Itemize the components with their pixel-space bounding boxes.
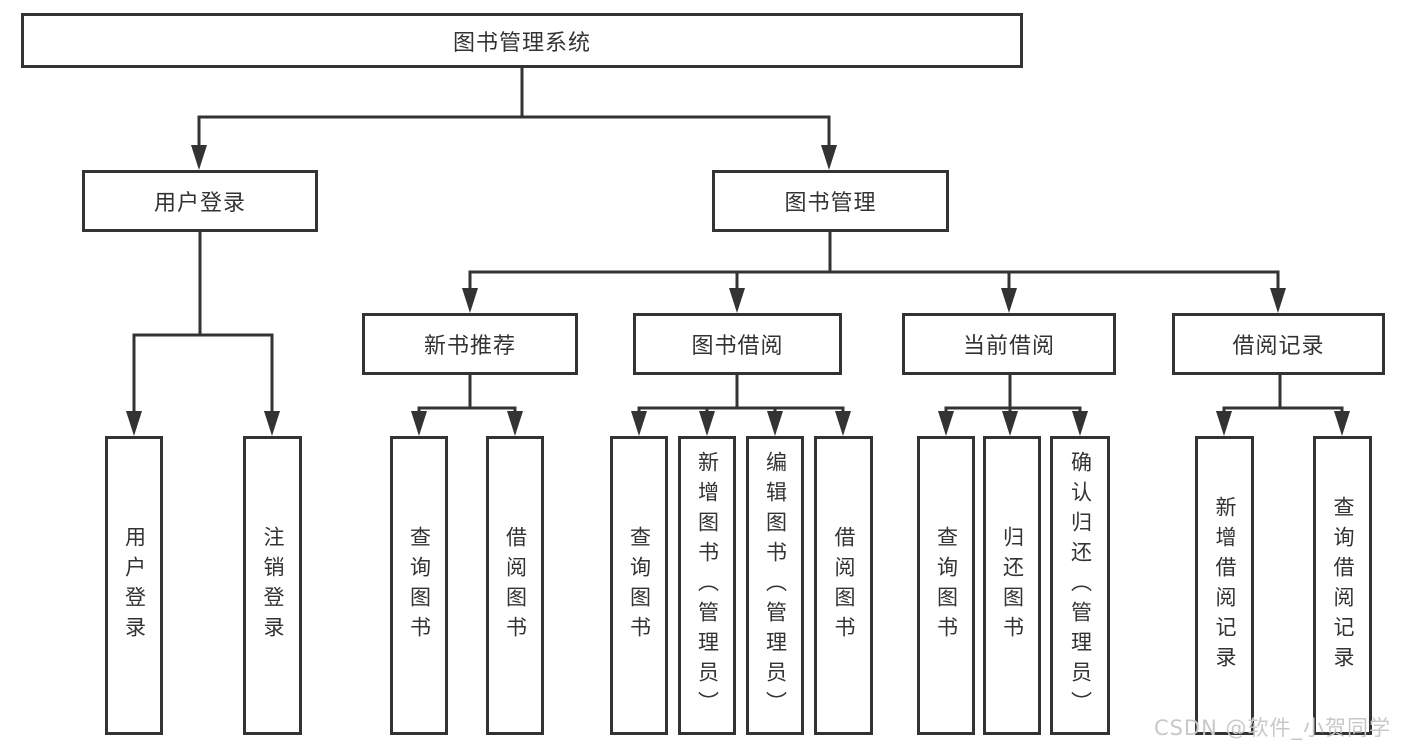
leaf-confirm-return-admin-label: 确认归还（管理员）: [1068, 450, 1093, 721]
node-book-borrowing: 图书借阅: [633, 313, 842, 375]
leaf-logout-label: 注销登录: [261, 525, 285, 646]
leaf-edit-book-admin-label: 编辑图书（管理员）: [763, 450, 788, 721]
node-root-system-label: 图书管理系统: [452, 30, 591, 56]
leaf-recommend-borrow-books-label: 借阅图书: [503, 525, 528, 646]
node-root-system: 图书管理系统: [21, 13, 1023, 68]
leaf-borrowing-borrow-books-label: 借阅图书: [832, 525, 856, 646]
leaf-borrowing-query-books: 查询图书: [610, 436, 668, 735]
node-borrowing-records: 借阅记录: [1172, 313, 1385, 375]
leaf-edit-book-admin: 编辑图书（管理员）: [746, 436, 804, 735]
node-user-login-branch: 用户登录: [82, 170, 318, 232]
node-book-borrowing-label: 图书借阅: [691, 334, 784, 359]
leaf-recommend-query-books: 查询图书: [390, 436, 448, 735]
leaf-current-query-books-label: 查询图书: [934, 525, 959, 646]
node-user-login-branch-label: 用户登录: [153, 191, 246, 216]
leaf-query-borrow-record: 查询借阅记录: [1313, 436, 1372, 735]
leaf-logout: 注销登录: [243, 436, 302, 735]
leaf-query-borrow-record-label: 查询借阅记录: [1331, 495, 1355, 676]
node-current-borrowing: 当前借阅: [902, 313, 1116, 375]
leaf-add-book-admin: 新增图书（管理员）: [678, 436, 736, 735]
leaf-add-borrow-record-label: 新增借阅记录: [1213, 495, 1237, 676]
leaf-recommend-borrow-books: 借阅图书: [486, 436, 544, 735]
node-new-book-recommend-label: 新书推荐: [423, 334, 516, 359]
leaf-return-books: 归还图书: [983, 436, 1041, 735]
leaf-borrowing-query-books-label: 查询图书: [627, 525, 652, 646]
leaf-current-query-books: 查询图书: [917, 436, 975, 735]
leaf-user-login: 用户登录: [105, 436, 163, 735]
leaf-user-login-label: 用户登录: [122, 525, 147, 646]
leaf-borrowing-borrow-books: 借阅图书: [814, 436, 873, 735]
csdn-watermark: CSDN @软件_小贺同学: [1153, 716, 1391, 740]
node-book-management-branch-label: 图书管理: [784, 191, 877, 216]
node-new-book-recommend: 新书推荐: [362, 313, 578, 375]
node-book-management-branch: 图书管理: [712, 170, 949, 232]
node-current-borrowing-label: 当前借阅: [962, 334, 1055, 359]
leaf-confirm-return-admin: 确认归还（管理员）: [1050, 436, 1110, 735]
leaf-recommend-query-books-label: 查询图书: [407, 525, 432, 646]
leaf-add-book-admin-label: 新增图书（管理员）: [695, 450, 720, 721]
node-borrowing-records-label: 借阅记录: [1232, 334, 1325, 359]
leaf-add-borrow-record: 新增借阅记录: [1195, 436, 1254, 735]
leaf-return-books-label: 归还图书: [1000, 525, 1025, 646]
